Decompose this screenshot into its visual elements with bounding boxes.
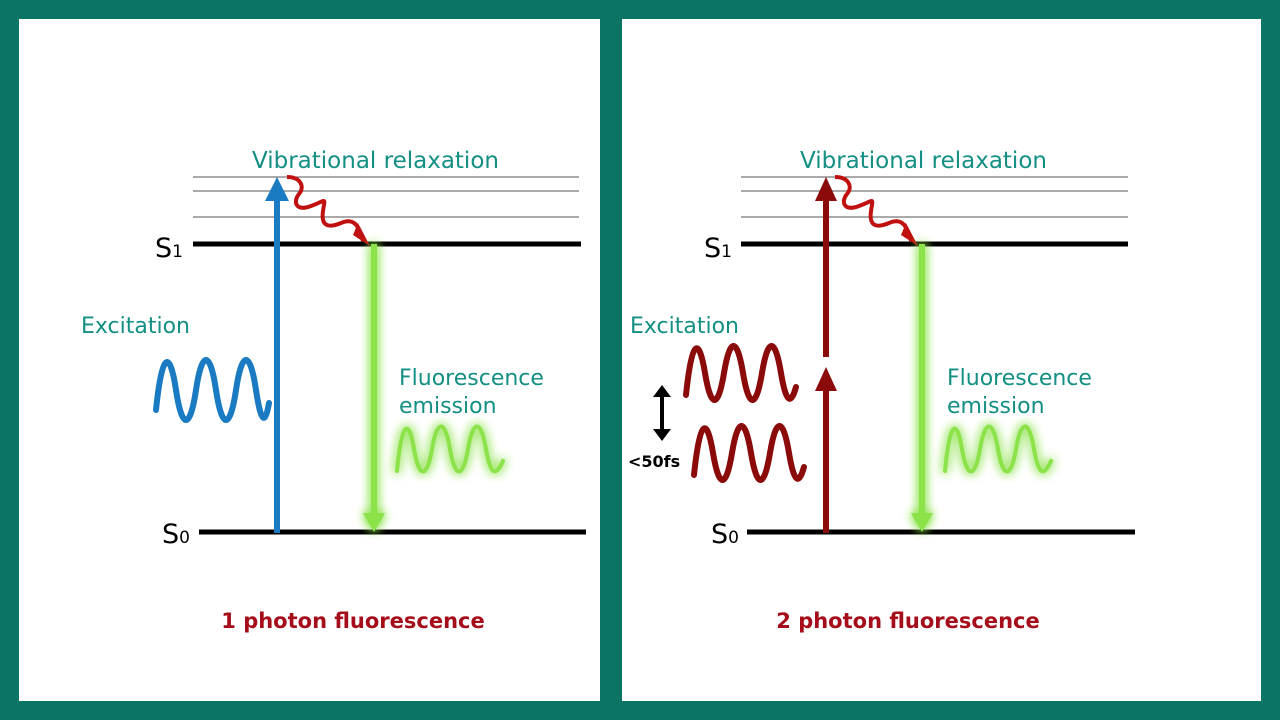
excitation-photon-wave-1 [683, 343, 799, 403]
fluorescence-arrow [911, 244, 933, 532]
fluorescence-label-line1: Fluorescence [399, 366, 544, 391]
fluorescence-label-line2: emission [399, 394, 497, 419]
one-photon-diagram: Vibrational relaxation S1 S0 Excitation … [81, 148, 586, 633]
timing-label: <50fs [628, 452, 680, 471]
fluorescence-arrow [363, 244, 385, 532]
two-photon-panel: Vibrational relaxation S1 S0 Excitation … [622, 19, 1261, 701]
excitation-arrow-lower-head [815, 367, 837, 391]
excitation-arrow-head [265, 177, 289, 201]
vibrational-relaxation-arrow [286, 175, 365, 242]
vibrational-relaxation-label: Vibrational relaxation [252, 148, 499, 174]
excitation-photon-wave-2 [691, 423, 807, 483]
excitation-photon-wave [153, 357, 272, 423]
one-photon-panel: Vibrational relaxation S1 S0 Excitation … [19, 19, 600, 701]
s1-label: S1 [155, 233, 183, 264]
timing-double-arrow [653, 385, 671, 441]
excitation-label: Excitation [81, 314, 190, 339]
panel-caption: 1 photon fluorescence [221, 609, 484, 633]
two-photon-diagram: Vibrational relaxation S1 S0 Excitation … [628, 148, 1135, 633]
s0-label: S0 [162, 519, 190, 550]
panel-caption: 2 photon fluorescence [776, 609, 1039, 633]
fluorescence-label-line2: emission [947, 394, 1045, 419]
vibrational-relaxation-arrow [834, 175, 913, 242]
excitation-label: Excitation [630, 314, 739, 339]
s1-label: S1 [704, 233, 732, 264]
vibrational-relaxation-arrow-head [353, 223, 370, 246]
vibrational-relaxation-label: Vibrational relaxation [800, 148, 1047, 174]
vibrational-relaxation-arrow-head [901, 223, 918, 246]
fluorescence-label-line1: Fluorescence [947, 366, 1092, 391]
s0-label: S0 [711, 519, 739, 550]
excitation-arrow-upper-head [815, 177, 837, 201]
emission-photon-wave [395, 424, 505, 474]
emission-photon-wave [943, 424, 1053, 474]
